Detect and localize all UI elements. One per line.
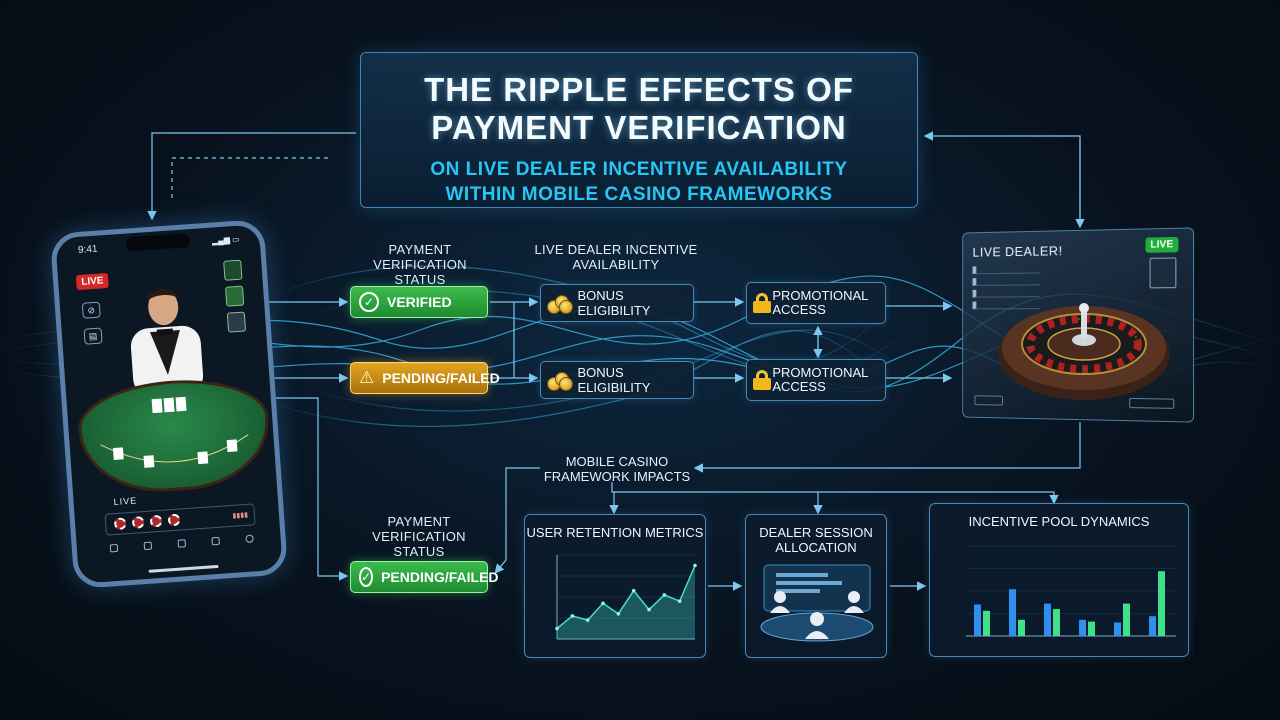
verified-label: VERIFIED (387, 294, 452, 310)
pool-bar (1123, 603, 1130, 636)
bonus-eligibility-box-2: BONUS ELIGIBILITY (540, 361, 694, 399)
subtitle-line-2: WITHIN MOBILE CASINO FRAMEWORKS (445, 184, 833, 205)
title-line-2: PAYMENT VERIFICATION (431, 109, 847, 146)
retention-point (631, 588, 636, 593)
live-label: LIVE (113, 495, 138, 508)
retention-line (556, 565, 696, 630)
live-badge: LIVE (75, 272, 109, 291)
blackjack-table (75, 374, 273, 498)
check-icon: ✓ (359, 292, 379, 312)
pending-label: PENDING/FAILED (382, 370, 500, 386)
retention-point (616, 612, 621, 616)
lock-icon (753, 370, 771, 390)
lock-icon (753, 293, 771, 313)
chip-icon-4[interactable] (167, 513, 181, 527)
framework-impacts-label: MOBILE CASINO FRAMEWORK IMPACTS (543, 454, 691, 484)
retention-point (693, 563, 697, 568)
coins-icon (547, 369, 573, 391)
incentive-pool-title: INCENTIVE POOL DYNAMICS (968, 514, 1150, 529)
subtitle-line-1: ON LIVE DEALER INCENTIVE AVAILABILITY (430, 159, 848, 180)
chip-icon-1[interactable] (113, 517, 127, 531)
dealer-session-card: DEALER SESSION ALLOCATION (745, 514, 887, 658)
status-verified: ✓ VERIFIED (350, 286, 488, 318)
status-pending-2: ✓ PENDING/FAILED (350, 561, 499, 593)
chip-icon-2[interactable] (131, 516, 145, 529)
phone-notch (125, 233, 191, 252)
player-thumbnail-3[interactable] (226, 311, 247, 333)
bet-button[interactable]: ▮▮▮▮ (232, 511, 249, 520)
user-retention-card: USER RETENTION METRICS (524, 514, 706, 658)
player-thumbnail-2[interactable] (224, 285, 245, 307)
retention-point (677, 599, 682, 603)
retention-chart (555, 554, 697, 640)
promotional-access-box-1: PROMOTIONAL ACCESS (746, 282, 886, 324)
pool-bar (1053, 609, 1060, 636)
chat-icon[interactable]: ▤ (83, 327, 103, 345)
promotional-access-box-2: PROMOTIONAL ACCESS (746, 359, 886, 401)
retention-point (555, 626, 559, 631)
pool-bar (974, 604, 981, 636)
chip-icon[interactable]: ⊘ (81, 301, 101, 319)
pool-bar (1088, 621, 1095, 636)
check-icon: ✓ (359, 567, 374, 587)
player-thumbnail[interactable] (223, 259, 243, 281)
bonus-label-1: BONUS ELIGIBILITY (577, 288, 651, 318)
games-icon[interactable] (143, 541, 153, 551)
pool-bar (1009, 589, 1016, 636)
promo-label-2: PROMOTIONAL ACCESS (772, 365, 868, 394)
warning-icon: ⚠ (359, 368, 375, 387)
incentive-pool-card: INCENTIVE POOL DYNAMICS (929, 503, 1189, 657)
pool-bar (1114, 622, 1121, 636)
retention-point (647, 607, 651, 612)
title-line-1: THE RIPPLE EFFECTS OF (424, 71, 854, 108)
retention-point (585, 618, 590, 622)
promo-icon[interactable] (211, 536, 220, 546)
retention-point (662, 593, 667, 597)
pool-bar (1044, 603, 1051, 636)
pool-bar (1079, 619, 1086, 636)
payment-status-label-2: PAYMENT VERIFICATION STATUS (372, 514, 466, 559)
pool-bar (1018, 619, 1025, 636)
dealer-image (130, 289, 204, 397)
profile-icon[interactable] (245, 534, 254, 543)
mobile-phone: 9:41 ▂▄▆ ▭ LIVE ⊘ ▤ LIVE ▮▮▮▮ (49, 218, 289, 590)
bonus-label-2: BONUS ELIGIBILITY (577, 365, 651, 395)
status-pending: ⚠ PENDING/FAILED (350, 362, 500, 394)
chip-icon-3[interactable] (149, 514, 163, 528)
incentive-pool-chart (966, 545, 1176, 637)
incentive-availability-label: LIVE DEALER INCENTIVE AVAILABILITY (534, 242, 698, 272)
pool-bar (1158, 571, 1165, 636)
retention-title: USER RETENTION METRICS (526, 525, 704, 540)
payment-status-label: PAYMENT VERIFICATION STATUS (373, 242, 467, 287)
wallet-icon[interactable] (177, 539, 187, 548)
promo-label-1: PROMOTIONAL ACCESS (772, 288, 868, 317)
title-panel: THE RIPPLE EFFECTS OF PAYMENT VERIFICATI… (360, 52, 918, 208)
home-indicator (148, 564, 219, 573)
arrows (147, 131, 1085, 591)
phone-time: 9:41 (77, 243, 98, 256)
coins-icon (547, 292, 573, 314)
dealer-session-illustration (760, 564, 874, 642)
retention-point (570, 614, 575, 618)
roulette-wheel (998, 303, 1170, 400)
pending-label-2: PENDING/FAILED (381, 569, 499, 585)
dealer-session-title: DEALER SESSION ALLOCATION (759, 525, 873, 555)
user-icons (770, 591, 864, 639)
home-icon[interactable] (109, 543, 119, 553)
bonus-eligibility-box-1: BONUS ELIGIBILITY (540, 284, 694, 322)
retention-point (601, 601, 605, 606)
live-dealer-title: LIVE DEALER! (972, 243, 1063, 260)
signal-icon: ▂▄▆ ▭ (211, 234, 240, 246)
live-dealer-badge: LIVE (1145, 236, 1179, 253)
pool-bar (983, 610, 990, 636)
pool-bar (1149, 616, 1156, 636)
